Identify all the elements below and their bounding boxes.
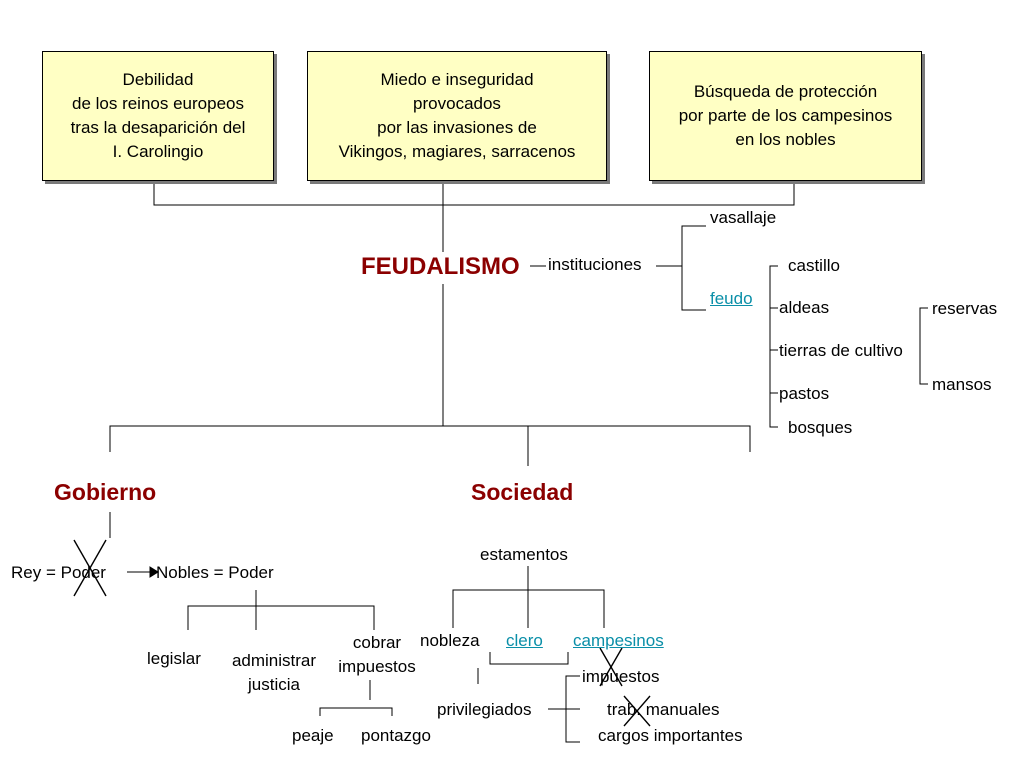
pontazgo-label: pontazgo	[361, 726, 431, 745]
aldeas-label: aldeas	[779, 298, 830, 317]
bosques-label: bosques	[788, 418, 853, 437]
nobles-poder-label: Nobles = Poder	[156, 563, 274, 582]
estamentos-label: estamentos	[480, 545, 568, 564]
vasallaje-label: vasallaje	[710, 208, 777, 227]
box-miedo: Miedo e inseguridad provocados por las i…	[307, 51, 607, 181]
tierras-label: tierras de cultivo	[779, 341, 903, 360]
reservas-label: reservas	[932, 299, 998, 318]
legislar-label: legislar	[147, 649, 201, 668]
administrar-justicia-label: administrar justicia	[231, 651, 317, 694]
campesinos-link[interactable]: campesinos	[573, 631, 664, 650]
feudalismo-title: FEUDALISMO	[361, 253, 520, 280]
box-miedo-text: Miedo e inseguridad provocados por las i…	[338, 70, 576, 161]
sociedad-title: Sociedad	[471, 479, 574, 505]
feudo-link[interactable]: feudo	[710, 289, 753, 308]
gobierno-title: Gobierno	[54, 479, 157, 505]
box-busqueda-text: Búsqueda de protección por parte de los …	[678, 82, 893, 149]
mansos-label: mansos	[932, 375, 992, 394]
instituciones-label: instituciones	[548, 255, 642, 274]
nobleza-label: nobleza	[420, 631, 480, 650]
castillo-label: castillo	[788, 256, 840, 275]
trab-manuales-label: trab. manuales	[607, 700, 720, 719]
box-debilidad: Debilidad de los reinos europeos tras la…	[42, 51, 274, 181]
rey-poder-label: Rey = Poder	[11, 563, 106, 582]
peaje-label: peaje	[292, 726, 334, 745]
clero-link[interactable]: clero	[506, 631, 543, 650]
pastos-label: pastos	[779, 384, 830, 403]
cobrar-impuestos-label: cobrar impuestos	[338, 633, 416, 676]
privilegiados-label: privilegiados	[437, 700, 532, 719]
box-busqueda: Búsqueda de protección por parte de los …	[649, 51, 922, 181]
box-debilidad-text: Debilidad de los reinos europeos tras la…	[70, 70, 246, 161]
impuestos-label: impuestos	[582, 667, 660, 686]
cargos-importantes-label: cargos importantes	[598, 726, 743, 745]
